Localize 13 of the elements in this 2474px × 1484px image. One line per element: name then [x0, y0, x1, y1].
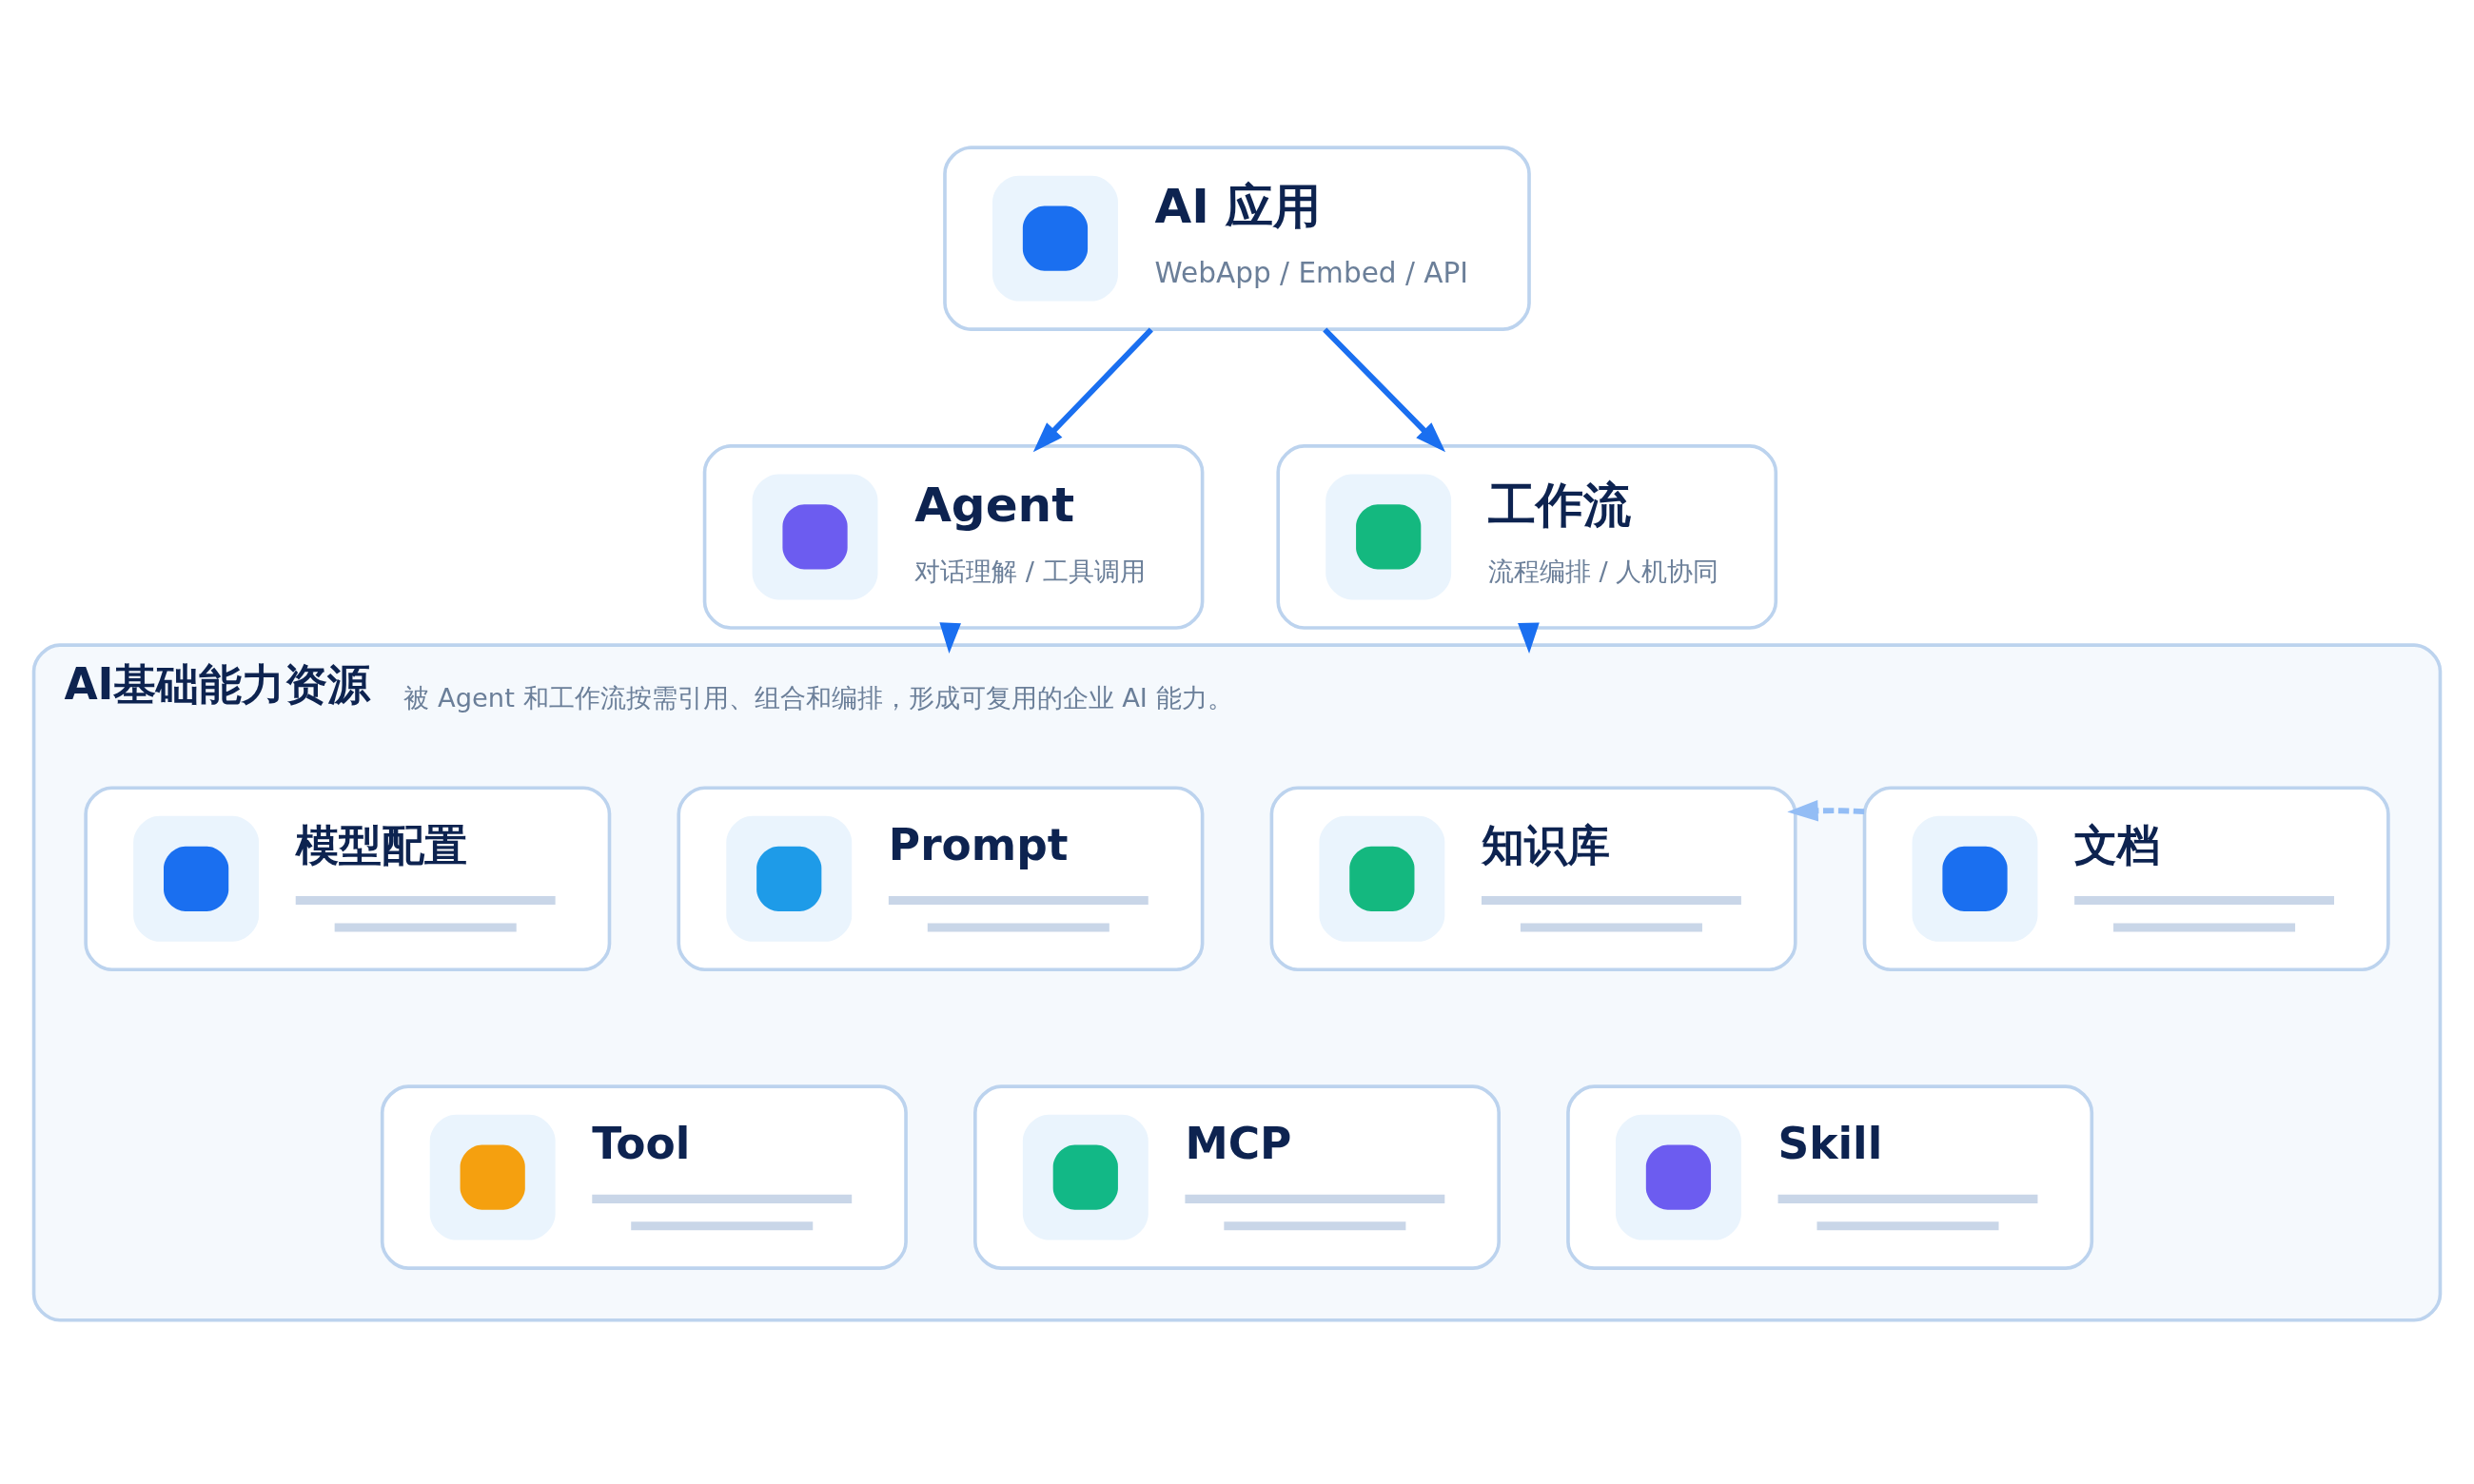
node-box: MCP	[973, 1084, 1501, 1270]
node-box: Tool	[380, 1084, 908, 1270]
node-box: Prompt	[677, 785, 1205, 971]
node-box: 知识库	[1269, 785, 1797, 971]
node-box: 文档	[1862, 785, 2390, 971]
arrow	[1323, 326, 1446, 452]
node-box: 模型配置	[84, 785, 612, 971]
arrow	[1518, 622, 1540, 654]
arrow	[1787, 799, 1865, 822]
node-box: Skill	[1566, 1084, 2094, 1270]
arrow	[939, 621, 961, 654]
node-box: AI 应用 WebApp / Embed / API	[943, 145, 1531, 331]
arrow	[1032, 326, 1153, 452]
